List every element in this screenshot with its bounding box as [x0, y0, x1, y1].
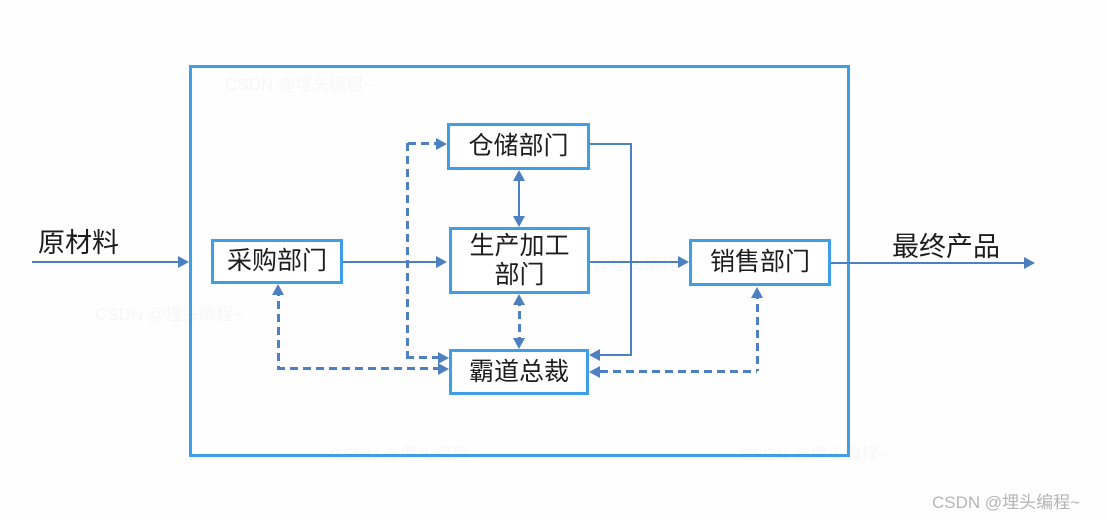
purchasing-ceo-dashed-vertical: [277, 288, 280, 368]
warehouse-to-ceo-line-top: [590, 143, 632, 145]
node-purchasing: 采购部门: [211, 239, 343, 284]
node-sales-label: 销售部门: [709, 249, 810, 276]
warehouse-production-line: [518, 172, 520, 220]
production-to-sales-line: [590, 261, 679, 263]
warehouse-to-ceo-line-vertical: [630, 143, 632, 356]
production-ceo-arrowhead-up-icon: [513, 294, 525, 305]
node-production-label-line1: 生产加工: [469, 232, 570, 260]
watermark-faint: CSDN @埋头编程~: [330, 445, 479, 464]
final-product-label: 最终产品: [892, 232, 1000, 262]
raw-material-arrowhead-icon: [178, 256, 189, 268]
production-to-sales-arrowhead-icon: [678, 256, 689, 268]
purchasing-ceo-dashed-horizontal: [277, 367, 438, 370]
system-boundary-frame: [189, 65, 850, 457]
watermark-faint: CSDN @埋头编程~: [740, 445, 889, 464]
warehouse-ceo-arrowhead-top-icon: [436, 138, 447, 150]
sales-ceo-dashed-vertical: [756, 291, 759, 371]
node-sales: 销售部门: [689, 239, 831, 286]
raw-material-arrow-line: [32, 261, 180, 263]
purchasing-ceo-arrowhead-right-icon: [438, 363, 449, 375]
production-ceo-arrowhead-down-icon: [513, 338, 525, 349]
node-ceo: 霸道总裁: [449, 349, 589, 395]
node-warehouse: 仓储部门: [447, 123, 590, 170]
csdn-watermark: CSDN @埋头编程~: [932, 493, 1081, 512]
warehouse-ceo-dashed-vertical: [406, 143, 409, 357]
warehouse-to-ceo-arrowhead-icon: [589, 349, 600, 361]
node-production: 生产加工 部门: [449, 227, 590, 294]
node-warehouse-label: 仓储部门: [468, 133, 569, 160]
watermark-faint: CSDN @埋头编程~: [225, 75, 374, 94]
warehouse-ceo-arrowhead-bottom-icon: [438, 352, 449, 364]
raw-material-label: 原材料: [38, 228, 119, 258]
sales-ceo-arrowhead-left-icon: [589, 366, 600, 378]
final-product-arrowhead-icon: [1024, 257, 1035, 269]
sales-to-final-product-line: [831, 262, 1025, 264]
purchasing-to-production-arrowhead-icon: [436, 256, 447, 268]
warehouse-to-ceo-line-bottom: [600, 354, 632, 356]
warehouse-production-arrowhead-up-icon: [513, 170, 525, 181]
node-purchasing-label: 采购部门: [226, 248, 327, 275]
warehouse-ceo-dashed-top: [408, 142, 436, 145]
sales-ceo-dashed-horizontal: [600, 370, 757, 373]
warehouse-ceo-dashed-bottom: [406, 356, 438, 359]
production-ceo-dashed-line: [518, 298, 521, 344]
purchasing-to-production-line: [343, 261, 436, 263]
node-production-label-line2: 部门: [494, 261, 545, 289]
watermark-faint: CSDN @埋头编程~: [95, 305, 244, 324]
node-ceo-label: 霸道总裁: [468, 358, 569, 386]
warehouse-production-arrowhead-down-icon: [513, 216, 525, 227]
